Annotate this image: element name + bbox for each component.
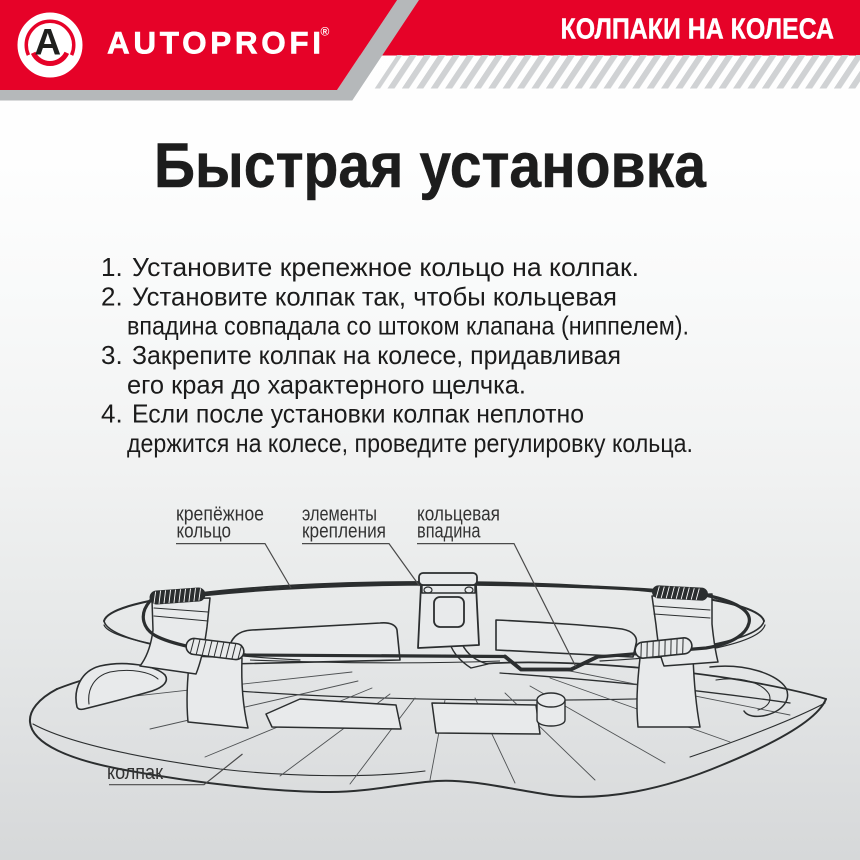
svg-text:Если после установки колпак не: Если после установки колпак неплотно — [132, 399, 584, 429]
svg-text:кольцо: кольцо — [177, 520, 232, 542]
svg-text:3.: 3. — [101, 340, 123, 370]
svg-text:держится на колесе, проведите: держится на колесе, проведите регулировк… — [127, 428, 693, 458]
svg-text:2.: 2. — [101, 281, 123, 311]
svg-text:крепёжное: крепёжное — [176, 504, 264, 526]
svg-text:кольцевая: кольцевая — [417, 504, 500, 526]
svg-text:Быстрая установка: Быстрая установка — [154, 131, 707, 201]
svg-text:колпак: колпак — [107, 762, 163, 784]
svg-text:®: ® — [321, 25, 330, 39]
svg-text:впадина: впадина — [417, 520, 481, 542]
svg-text:Закрепите колпак на колесе, пр: Закрепите колпак на колесе, придавливая — [132, 340, 621, 370]
svg-text:AUTOPROFI: AUTOPROFI — [107, 25, 321, 61]
svg-text:A: A — [34, 22, 61, 63]
svg-text:4.: 4. — [101, 399, 123, 429]
svg-text:1.: 1. — [101, 252, 123, 282]
svg-text:элементы: элементы — [302, 504, 377, 526]
svg-text:крепления: крепления — [302, 520, 386, 542]
svg-text:его края до характерного щелчк: его края до характерного щелчка. — [127, 369, 526, 399]
svg-text:КОЛПАКИ НА КОЛЕСА: КОЛПАКИ НА КОЛЕСА — [561, 14, 835, 46]
svg-text:Установите колпак так, чтобы к: Установите колпак так, чтобы кольцевая — [132, 281, 617, 311]
svg-text:Установите крепежное кольцо на: Установите крепежное кольцо на колпак. — [132, 252, 639, 282]
svg-text:впадина совпадала со штоком кл: впадина совпадала со штоком клапана (нип… — [127, 311, 689, 341]
